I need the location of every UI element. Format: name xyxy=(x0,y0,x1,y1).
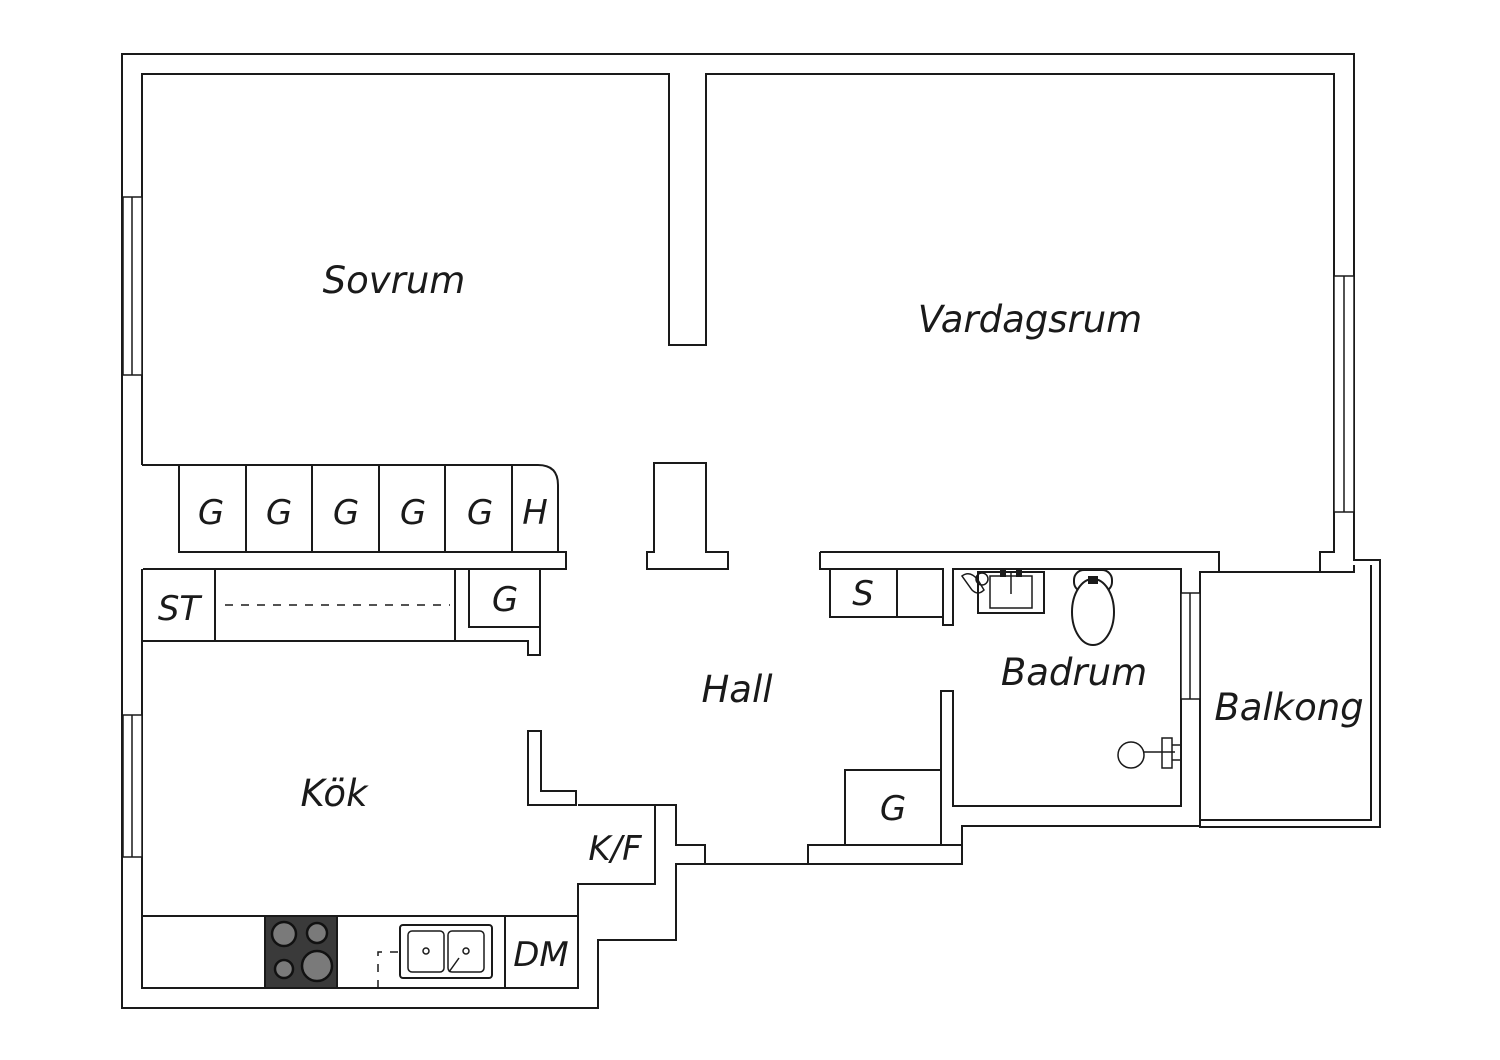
g-lower-label: G xyxy=(880,789,906,829)
wardrobe-label: G xyxy=(400,493,426,533)
bath-sink xyxy=(977,569,1045,614)
sink xyxy=(377,924,493,988)
room-label-balkong: Balkong xyxy=(1214,686,1363,729)
s-label: S xyxy=(852,574,874,614)
window-badrum xyxy=(1180,592,1201,700)
g-hall-label: G xyxy=(492,580,518,620)
outer-wall xyxy=(121,53,1381,1009)
dm-label: DM xyxy=(513,935,569,975)
wardrobe-label: G xyxy=(333,493,359,533)
kitchen-right-notch xyxy=(655,804,706,864)
s-cabinet xyxy=(829,569,943,618)
wardrobe-label: G xyxy=(198,493,224,533)
room-label-badrum: Badrum xyxy=(1001,651,1147,694)
st-label: ST xyxy=(158,589,203,629)
toilet xyxy=(1071,569,1115,646)
room-label-vardagsrum: Vardagsrum xyxy=(918,298,1142,341)
wardrobe-dividers xyxy=(245,465,513,552)
stove xyxy=(264,915,338,989)
wardrobe-label: G xyxy=(266,493,292,533)
kitchen-right-wall xyxy=(577,804,656,916)
g-lower-cabinet xyxy=(845,769,942,846)
g-hall-box xyxy=(468,569,540,628)
room-label-sovrum: Sovrum xyxy=(323,259,466,302)
g-hall-cabinet xyxy=(455,568,541,656)
room-label-kok: Kök xyxy=(300,772,369,815)
wardrobe-label: G xyxy=(467,493,493,533)
central-pillar xyxy=(646,462,729,570)
window-vardagsrum xyxy=(1333,275,1355,513)
st-cabinet xyxy=(141,569,456,642)
window-kok xyxy=(122,714,143,858)
balkong-outline xyxy=(1200,565,1372,821)
kitchen-hall-wall xyxy=(527,730,577,806)
window-sovrum xyxy=(122,196,143,376)
wardrobe-label: H xyxy=(522,493,548,533)
bath-inner-wall xyxy=(807,552,1182,864)
bath-tap xyxy=(960,572,989,594)
kf-label: K/F xyxy=(588,829,642,869)
room-label-hall: Hall xyxy=(701,668,773,711)
shower xyxy=(1117,737,1181,769)
wardrobe-rounded-end xyxy=(179,464,559,552)
